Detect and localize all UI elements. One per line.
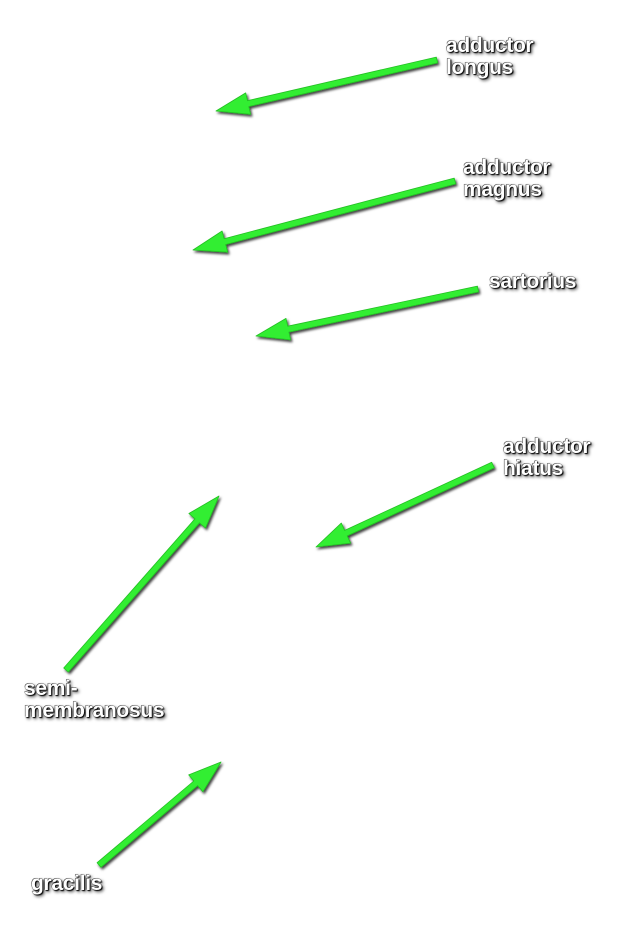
label-adductor-longus: adductor longus bbox=[446, 34, 534, 79]
label-adductor-hiatus-line1: adductor bbox=[503, 435, 591, 458]
label-adductor-magnus: adductor magnus bbox=[463, 156, 551, 201]
label-adductor-longus-line2: longus bbox=[446, 56, 514, 79]
arrow-gracilis bbox=[96, 761, 222, 868]
label-sartorius-line1: sartorius bbox=[489, 270, 577, 293]
label-sartorius: sartorius bbox=[489, 271, 576, 293]
label-gracilis: gracilis bbox=[31, 873, 102, 895]
label-adductor-longus-line1: adductor bbox=[446, 34, 534, 57]
label-adductor-magnus-line2: magnus bbox=[463, 178, 542, 201]
label-gracilis-line1: gracilis bbox=[31, 872, 103, 895]
label-semimembranosus: semi- membranosus bbox=[24, 677, 165, 722]
arrow-adductor-hiatus bbox=[315, 461, 495, 548]
arrow-sartorius bbox=[255, 285, 480, 341]
label-adductor-hiatus: adductor hiatus bbox=[503, 435, 591, 480]
label-adductor-magnus-line1: adductor bbox=[463, 156, 551, 179]
label-semimembranosus-line2: membranosus bbox=[24, 699, 165, 722]
arrow-semimembranosus bbox=[63, 495, 220, 673]
label-adductor-hiatus-line2: hiatus bbox=[503, 457, 564, 480]
arrow-adductor-longus bbox=[215, 56, 439, 115]
arrow-adductor-magnus bbox=[192, 177, 457, 253]
label-semimembranosus-line1: semi- bbox=[24, 677, 78, 700]
